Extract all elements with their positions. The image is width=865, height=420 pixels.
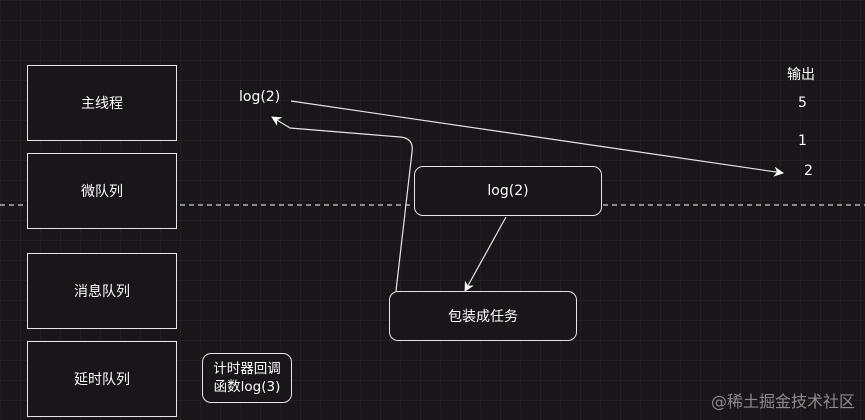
- timer-callback-line2: 函数log(3): [213, 379, 281, 395]
- output-title: 输出: [787, 67, 815, 83]
- micro-queue-lane: 微队列: [27, 153, 177, 229]
- output-value: 5: [798, 95, 807, 111]
- message-queue-lane: 消息队列: [27, 253, 177, 329]
- wrap-task-box: 包装成任务: [389, 291, 577, 341]
- timer-callback-box: 计时器回调 函数log(3): [202, 353, 292, 403]
- arrow-log-to-output: [290, 100, 784, 177]
- arrow-wrap-to-main: [271, 116, 413, 292]
- arrow-task-to-wrap: [464, 216, 507, 292]
- output-value: 1: [798, 133, 807, 149]
- delay-queue-label: 延时队列: [74, 372, 130, 388]
- watermark: @稀土掘金技术社区: [710, 392, 855, 411]
- main-log-text: log(2): [239, 89, 281, 105]
- floating-task-label: log(2): [487, 183, 529, 199]
- message-queue-label: 消息队列: [74, 284, 130, 300]
- delay-queue-lane: 延时队列: [27, 341, 177, 417]
- main-thread-label: 主线程: [81, 96, 123, 112]
- micro-queue-label: 微队列: [81, 184, 123, 200]
- main-thread-lane: 主线程: [27, 65, 177, 141]
- timer-callback-line1: 计时器回调: [213, 361, 281, 377]
- output-value: 2: [804, 163, 813, 179]
- floating-task-box: log(2): [414, 166, 602, 216]
- wrap-task-label: 包装成任务: [448, 309, 518, 325]
